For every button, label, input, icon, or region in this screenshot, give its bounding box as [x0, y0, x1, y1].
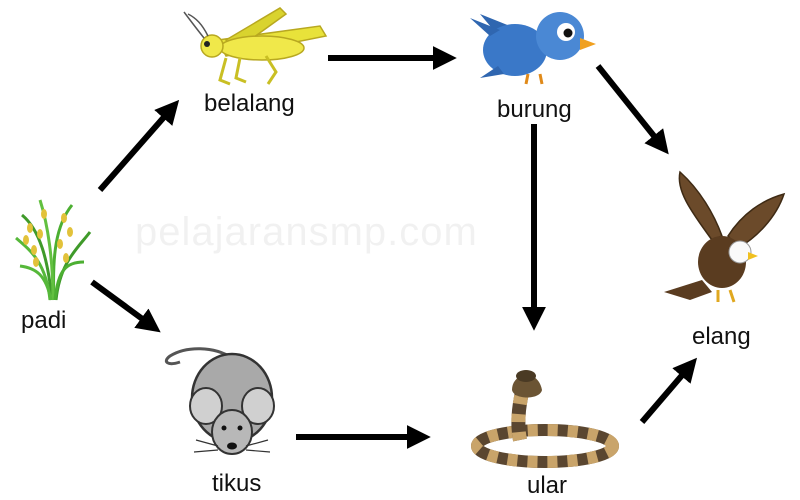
watermark: pelajaransmp.com: [135, 210, 478, 254]
label-padi: padi: [21, 307, 67, 334]
rice-plant-icon: [15, 199, 92, 301]
arrows: [90, 46, 698, 449]
grasshopper-icon: [183, 7, 328, 86]
arrow-padi-to-tikus: [90, 279, 161, 333]
eagle-icon: [664, 170, 786, 303]
arrow-ular-to-elang: [639, 357, 698, 424]
label-ular: ular: [527, 472, 568, 499]
label-elang: elang: [692, 323, 751, 350]
label-belalang: belalang: [204, 90, 295, 117]
label-burung: burung: [497, 96, 572, 123]
snake-icon: [471, 370, 619, 468]
mouse-icon: [164, 347, 275, 455]
label-tikus: tikus: [212, 470, 262, 497]
arrow-burung-to-elang: [595, 64, 669, 155]
bird-icon: [470, 12, 596, 85]
arrow-padi-to-belalang: [97, 99, 180, 192]
